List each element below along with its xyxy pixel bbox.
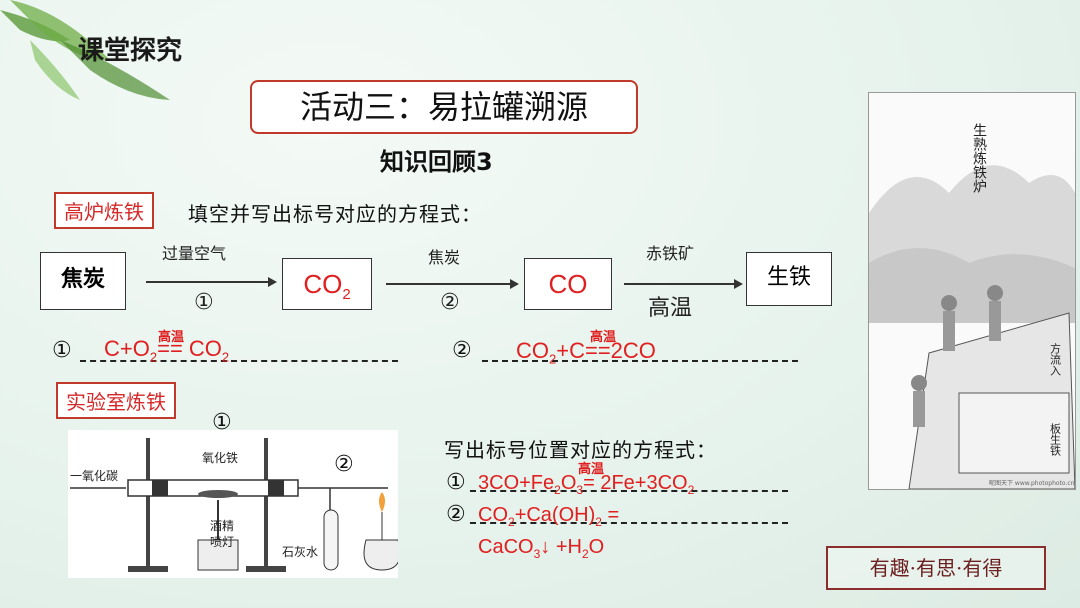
- bamboo-leaf-decoration: [0, 0, 170, 100]
- eq2-condition: 高温: [590, 330, 617, 345]
- eq2-answer-line: [482, 360, 798, 362]
- lab-eq2-s2: 2: [595, 515, 602, 529]
- lab-eq2-l2s2: 2: [581, 547, 589, 561]
- lab-eq1-s2: 3: [576, 483, 584, 497]
- lab-eq1-p2: O: [560, 472, 577, 494]
- lab-eq1-number: ①: [446, 470, 466, 495]
- lab-eq1-condition: 高温: [578, 462, 605, 477]
- eq2-number: ②: [452, 338, 472, 363]
- section2-instruction: 写出标号位置对应的方程式：: [444, 438, 717, 462]
- arrow1-label-top: 过量空气: [162, 244, 227, 263]
- activity-title: 活动三：易拉罐溯源: [250, 80, 638, 134]
- eq1-part-a: C+O: [104, 336, 150, 361]
- ancient-iron-smelting-painting: 生熟炼铁炉 方流入 板生铁 昵图天下 www.photophoto.cn: [868, 92, 1076, 490]
- slogan-stamp: 有趣·有思·有得: [826, 546, 1046, 590]
- eq2-part-b: +C==2CO: [556, 338, 656, 363]
- lab-eq1-text: 3CO+Fe2O3= 2Fe+3CO2: [478, 472, 694, 497]
- arrow2-line: [386, 283, 512, 285]
- flow-box-pig-iron: 生铁: [746, 252, 832, 306]
- arrow3-label-bottom: 高温: [648, 296, 693, 321]
- eq1-number: ①: [52, 338, 72, 363]
- lab-eq1-p3: = 2Fe+3CO: [583, 472, 688, 494]
- painting-watermark: 昵图天下 www.photophoto.cn: [989, 480, 1075, 487]
- eq1-answer-line: [80, 360, 398, 362]
- lab-eq2-l2b: ↓ +H: [540, 536, 582, 558]
- flow-box-co2: CO2: [282, 258, 372, 310]
- page-title: 课堂探究: [78, 36, 183, 66]
- painting-illustration: 生熟炼铁炉 方流入 板生铁 昵图天下 www.photophoto.cn: [869, 123, 1076, 490]
- lab-apparatus-diagram: 一氧化碳 氧化铁 酒精 喷灯 石灰水: [68, 430, 401, 578]
- blast-furnace-tag: 高炉炼铁: [54, 192, 154, 229]
- lab-eq2-p2: +Ca(OH): [514, 504, 596, 526]
- lab-eq1-p1: 3CO+Fe: [478, 472, 555, 494]
- lab-eq1-line: [470, 490, 788, 492]
- flow-box-coke: 焦炭: [40, 252, 126, 310]
- flow-box-co: CO: [524, 258, 612, 310]
- painting-caption: 生熟炼铁炉: [971, 123, 987, 193]
- lamp-label-2: 喷灯: [210, 535, 234, 549]
- box2-text: CO: [303, 269, 343, 299]
- eq2-sub-a: 2: [549, 351, 557, 367]
- lab-eq2-l2s: 3: [533, 547, 541, 561]
- lab-eq2-line2: CaCO3↓ +H2O: [478, 536, 604, 561]
- lab-eq2-text: CO2+Ca(OH)2 =: [478, 504, 619, 529]
- limewater-label: 石灰水: [282, 545, 318, 559]
- arrow3-line: [624, 283, 736, 285]
- arrow3-head: [734, 279, 743, 289]
- eq1-condition: 高温: [158, 330, 185, 345]
- lab-eq2-p3: =: [601, 504, 620, 526]
- painting-side-text-2: 板生铁: [1049, 422, 1062, 456]
- arrow2-label-top: 焦炭: [428, 248, 461, 267]
- lab-number-2: ②: [334, 452, 354, 477]
- lab-eq2-l2a: CaCO: [478, 536, 534, 558]
- co-label: 一氧化碳: [70, 469, 118, 483]
- lamp-label: 酒精: [210, 519, 234, 533]
- box2-subscript: 2: [342, 286, 351, 304]
- arrow2-head: [510, 279, 519, 289]
- lab-eq2-s1: 2: [508, 515, 515, 529]
- knowledge-title: 知识回顾3: [380, 148, 493, 176]
- arrow1-line: [146, 281, 270, 283]
- lab-eq2-p1: CO: [478, 504, 508, 526]
- lab-iron-tag: 实验室炼铁: [56, 382, 176, 419]
- apparatus-drawing: 一氧化碳 氧化铁 酒精 喷灯 石灰水: [70, 438, 401, 572]
- painting-side-text-1: 方流入: [1049, 342, 1062, 376]
- lab-eq2-l2c: O: [588, 536, 605, 558]
- lab-eq2-number: ②: [446, 502, 466, 527]
- eq1-sub-b: 2: [221, 349, 230, 365]
- fe2o3-label: 氧化铁: [202, 451, 238, 465]
- arrow1-head: [268, 277, 277, 287]
- eq1-text: C+O2== CO2: [104, 336, 229, 364]
- lab-eq1-s1: 2: [554, 483, 561, 497]
- eq2-text: CO2+C==2CO: [516, 338, 656, 366]
- eq1-sub-a: 2: [149, 349, 158, 365]
- lab-number-1: ①: [212, 410, 232, 435]
- lab-eq2-line: [470, 522, 788, 524]
- eq2-part-a: CO: [516, 338, 549, 363]
- arrow2-number: ②: [440, 290, 460, 315]
- arrow3-label-top: 赤铁矿: [646, 244, 695, 263]
- eq1-part-b: == CO: [157, 336, 222, 361]
- arrow1-number: ①: [194, 290, 214, 315]
- lab-eq1-s3: 2: [687, 483, 695, 497]
- section1-instruction: 填空并写出标号对应的方程式：: [188, 202, 482, 226]
